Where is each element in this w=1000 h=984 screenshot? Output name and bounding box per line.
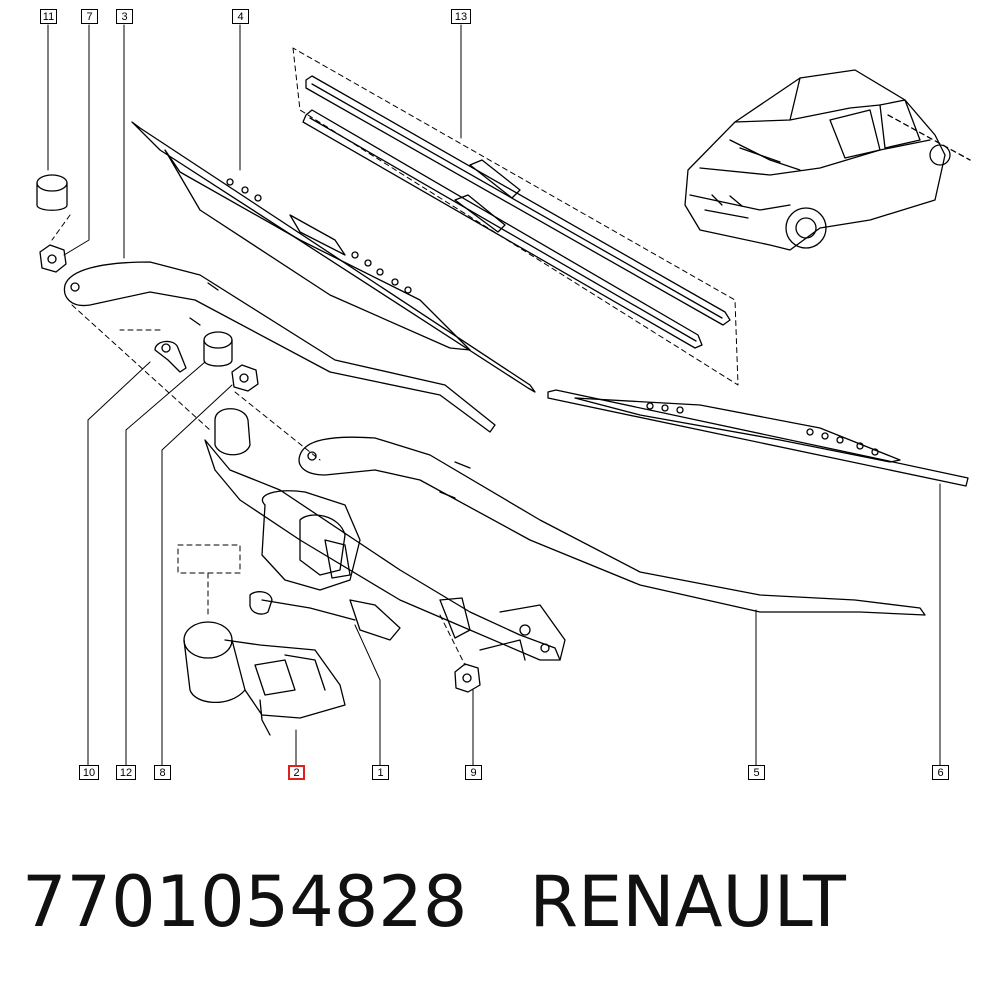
- part-caption: 7701054828 RENAULT: [22, 862, 846, 942]
- car-icon: [684, 69, 971, 251]
- bolt-icon: [154, 340, 187, 373]
- exploded-parts-diagram: [36, 24, 971, 766]
- wiper-linkage-1: [204, 408, 566, 661]
- part-number: 7701054828: [22, 861, 468, 943]
- nut-8: [231, 364, 259, 392]
- callout-7: 7: [81, 9, 98, 24]
- nut-9: [454, 663, 481, 693]
- wiper-blade-4: [131, 121, 536, 393]
- wiper-arm-5: [298, 436, 926, 616]
- wiper-blade-6: [547, 389, 969, 487]
- cap-12: [203, 331, 233, 367]
- callout-3: 3: [116, 9, 133, 24]
- callout-11: 11: [40, 9, 57, 24]
- wiper-arm-icon: [63, 261, 496, 433]
- callout-12: 12: [116, 765, 136, 780]
- brand-name: RENAULT: [529, 861, 846, 943]
- callout-10: 10: [79, 765, 99, 780]
- callout-9: 9: [465, 765, 482, 780]
- nut-icon: [39, 244, 67, 273]
- callout-8: 8: [154, 765, 171, 780]
- callout-13: 13: [451, 9, 471, 24]
- callout-1: 1: [372, 765, 389, 780]
- callout-5: 5: [748, 765, 765, 780]
- callout-4: 4: [232, 9, 249, 24]
- callout-6: 6: [932, 765, 949, 780]
- cap-icon: [36, 174, 68, 211]
- wiper-motor-icon: [183, 621, 346, 736]
- callout-2: 2: [288, 765, 305, 780]
- wiper-blade-icon: [302, 75, 731, 349]
